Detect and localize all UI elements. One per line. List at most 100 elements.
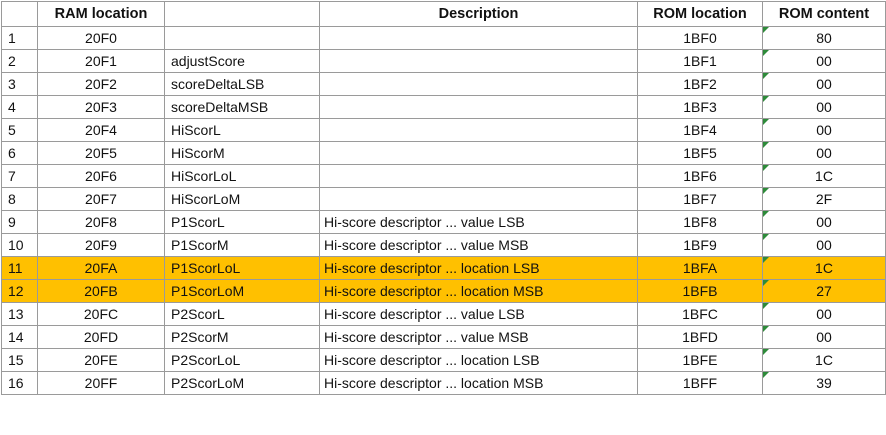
description-cell[interactable]: Hi-score descriptor ... location LSB: [319, 256, 638, 280]
rom-location-cell[interactable]: 1BF2: [637, 72, 763, 96]
rom-content-cell[interactable]: 39: [762, 371, 886, 395]
description-cell[interactable]: [319, 141, 638, 165]
rom-location-cell[interactable]: 1BFE: [637, 348, 763, 372]
description-header[interactable]: Description: [319, 1, 638, 27]
description-cell[interactable]: Hi-score descriptor ... location LSB: [319, 348, 638, 372]
rom-location-cell[interactable]: 1BFB: [637, 279, 763, 303]
label-header[interactable]: [164, 1, 320, 27]
description-cell[interactable]: Hi-score descriptor ... value MSB: [319, 233, 638, 257]
row-number-cell[interactable]: 2: [1, 49, 38, 73]
label-cell[interactable]: P1ScorM: [164, 233, 320, 257]
ram-location-cell[interactable]: 20F0: [37, 26, 165, 50]
row-number-cell[interactable]: 7: [1, 164, 38, 188]
rom-content-cell[interactable]: 00: [762, 325, 886, 349]
rom-location-cell[interactable]: 1BFC: [637, 302, 763, 326]
description-cell[interactable]: [319, 72, 638, 96]
description-cell[interactable]: [319, 49, 638, 73]
ram-location-cell[interactable]: 20FE: [37, 348, 165, 372]
ram-location-cell[interactable]: 20FC: [37, 302, 165, 326]
ram-location-cell[interactable]: 20F7: [37, 187, 165, 211]
rom-location-header[interactable]: ROM location: [637, 1, 763, 27]
ram-location-cell[interactable]: 20F1: [37, 49, 165, 73]
ram-location-cell[interactable]: 20F5: [37, 141, 165, 165]
rom-location-cell[interactable]: 1BF5: [637, 141, 763, 165]
rom-content-cell[interactable]: 2F: [762, 187, 886, 211]
row-number-cell[interactable]: 13: [1, 302, 38, 326]
ram-location-cell[interactable]: 20FF: [37, 371, 165, 395]
label-cell[interactable]: P2ScorM: [164, 325, 320, 349]
rom-location-cell[interactable]: 1BF4: [637, 118, 763, 142]
row-number-cell[interactable]: 14: [1, 325, 38, 349]
label-cell[interactable]: scoreDeltaLSB: [164, 72, 320, 96]
description-cell[interactable]: Hi-score descriptor ... value MSB: [319, 325, 638, 349]
rom-content-cell[interactable]: 00: [762, 141, 886, 165]
rom-content-cell[interactable]: 1C: [762, 348, 886, 372]
description-cell[interactable]: [319, 164, 638, 188]
rom-content-header[interactable]: ROM content: [762, 1, 886, 27]
rom-content-cell[interactable]: 00: [762, 210, 886, 234]
rom-location-cell[interactable]: 1BF7: [637, 187, 763, 211]
label-cell[interactable]: P1ScorLoM: [164, 279, 320, 303]
label-cell[interactable]: HiScorL: [164, 118, 320, 142]
row-number-cell[interactable]: 4: [1, 95, 38, 119]
ram-location-cell[interactable]: 20F6: [37, 164, 165, 188]
rom-location-cell[interactable]: 1BFA: [637, 256, 763, 280]
rom-location-cell[interactable]: 1BFF: [637, 371, 763, 395]
rom-content-cell[interactable]: 00: [762, 72, 886, 96]
description-cell[interactable]: Hi-score descriptor ... value LSB: [319, 210, 638, 234]
row-number-cell[interactable]: 9: [1, 210, 38, 234]
description-cell[interactable]: [319, 95, 638, 119]
row-number-cell[interactable]: 1: [1, 26, 38, 50]
label-cell[interactable]: HiScorLoM: [164, 187, 320, 211]
ram-location-header[interactable]: RAM location: [37, 1, 165, 27]
row-number-cell[interactable]: 12: [1, 279, 38, 303]
ram-location-cell[interactable]: 20F8: [37, 210, 165, 234]
label-cell[interactable]: P1ScorLoL: [164, 256, 320, 280]
row-number-cell[interactable]: 3: [1, 72, 38, 96]
ram-location-cell[interactable]: 20F3: [37, 95, 165, 119]
row-number-cell[interactable]: 5: [1, 118, 38, 142]
ram-location-cell[interactable]: 20F4: [37, 118, 165, 142]
rom-location-cell[interactable]: 1BF1: [637, 49, 763, 73]
ram-location-cell[interactable]: 20FB: [37, 279, 165, 303]
description-cell[interactable]: Hi-score descriptor ... value LSB: [319, 302, 638, 326]
label-cell[interactable]: HiScorLoL: [164, 164, 320, 188]
rom-content-cell[interactable]: 00: [762, 118, 886, 142]
description-cell[interactable]: Hi-score descriptor ... location MSB: [319, 279, 638, 303]
rom-location-cell[interactable]: 1BFD: [637, 325, 763, 349]
row-number-cell[interactable]: 6: [1, 141, 38, 165]
rom-content-cell[interactable]: 00: [762, 233, 886, 257]
row-number-cell[interactable]: 15: [1, 348, 38, 372]
rom-content-cell[interactable]: 00: [762, 49, 886, 73]
label-cell[interactable]: P2ScorLoM: [164, 371, 320, 395]
row-number-cell[interactable]: 11: [1, 256, 38, 280]
label-cell[interactable]: HiScorM: [164, 141, 320, 165]
rom-content-cell[interactable]: 80: [762, 26, 886, 50]
label-cell[interactable]: [164, 26, 320, 50]
rom-location-cell[interactable]: 1BF3: [637, 95, 763, 119]
row-number-header[interactable]: [1, 1, 38, 27]
label-cell[interactable]: P2ScorLoL: [164, 348, 320, 372]
ram-location-cell[interactable]: 20FD: [37, 325, 165, 349]
row-number-cell[interactable]: 10: [1, 233, 38, 257]
rom-location-cell[interactable]: 1BF8: [637, 210, 763, 234]
row-number-cell[interactable]: 8: [1, 187, 38, 211]
label-cell[interactable]: adjustScore: [164, 49, 320, 73]
rom-content-cell[interactable]: 1C: [762, 256, 886, 280]
description-cell[interactable]: [319, 26, 638, 50]
rom-content-cell[interactable]: 27: [762, 279, 886, 303]
ram-location-cell[interactable]: 20F2: [37, 72, 165, 96]
description-cell[interactable]: Hi-score descriptor ... location MSB: [319, 371, 638, 395]
label-cell[interactable]: P1ScorL: [164, 210, 320, 234]
ram-location-cell[interactable]: 20F9: [37, 233, 165, 257]
ram-location-cell[interactable]: 20FA: [37, 256, 165, 280]
row-number-cell[interactable]: 16: [1, 371, 38, 395]
label-cell[interactable]: P2ScorL: [164, 302, 320, 326]
rom-location-cell[interactable]: 1BF9: [637, 233, 763, 257]
description-cell[interactable]: [319, 118, 638, 142]
rom-location-cell[interactable]: 1BF6: [637, 164, 763, 188]
rom-content-cell[interactable]: 00: [762, 302, 886, 326]
label-cell[interactable]: scoreDeltaMSB: [164, 95, 320, 119]
rom-content-cell[interactable]: 1C: [762, 164, 886, 188]
rom-location-cell[interactable]: 1BF0: [637, 26, 763, 50]
